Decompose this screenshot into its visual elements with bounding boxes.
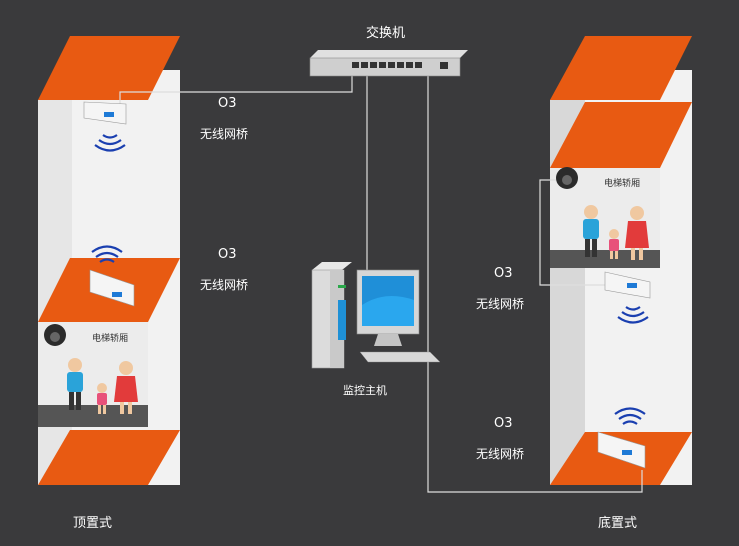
right-roof <box>550 36 692 100</box>
cables <box>119 68 643 493</box>
monitor-host <box>311 262 441 369</box>
camera-icon-left <box>44 324 66 346</box>
right-shaft-label: 底置式 <box>598 516 638 531</box>
signal-waves <box>91 134 649 425</box>
right-bridge-bottom-model: O3 <box>494 416 513 431</box>
switch-device <box>309 50 468 77</box>
left-shaft-label: 顶置式 <box>73 516 113 531</box>
left-bottom <box>38 430 180 485</box>
bridge-right-bottom <box>597 431 646 469</box>
bridge-right-car <box>604 271 651 299</box>
right-bridge-car-name: 无线网桥 <box>476 297 525 311</box>
switch-label: 交换机 <box>366 26 406 41</box>
people-right <box>583 205 649 260</box>
people-left <box>67 358 138 414</box>
left-bridge-top-model: O3 <box>218 96 237 111</box>
left-cabin-label: 电梯轿厢 <box>92 334 129 344</box>
left-bridge-car-name: 无线网桥 <box>200 278 249 292</box>
bridge-left-car <box>89 269 135 307</box>
left-roof <box>38 36 180 100</box>
left-bridge-car-model: O3 <box>218 247 237 262</box>
right-bridge-bottom-name: 无线网桥 <box>476 447 525 461</box>
right-cabin-label: 电梯轿厢 <box>604 179 641 189</box>
bridge-left-top <box>83 101 127 125</box>
camera-icon-right <box>556 167 578 189</box>
left-bridge-top-name: 无线网桥 <box>200 127 249 141</box>
host-label: 监控主机 <box>343 384 387 397</box>
right-bridge-car-model: O3 <box>494 266 513 281</box>
